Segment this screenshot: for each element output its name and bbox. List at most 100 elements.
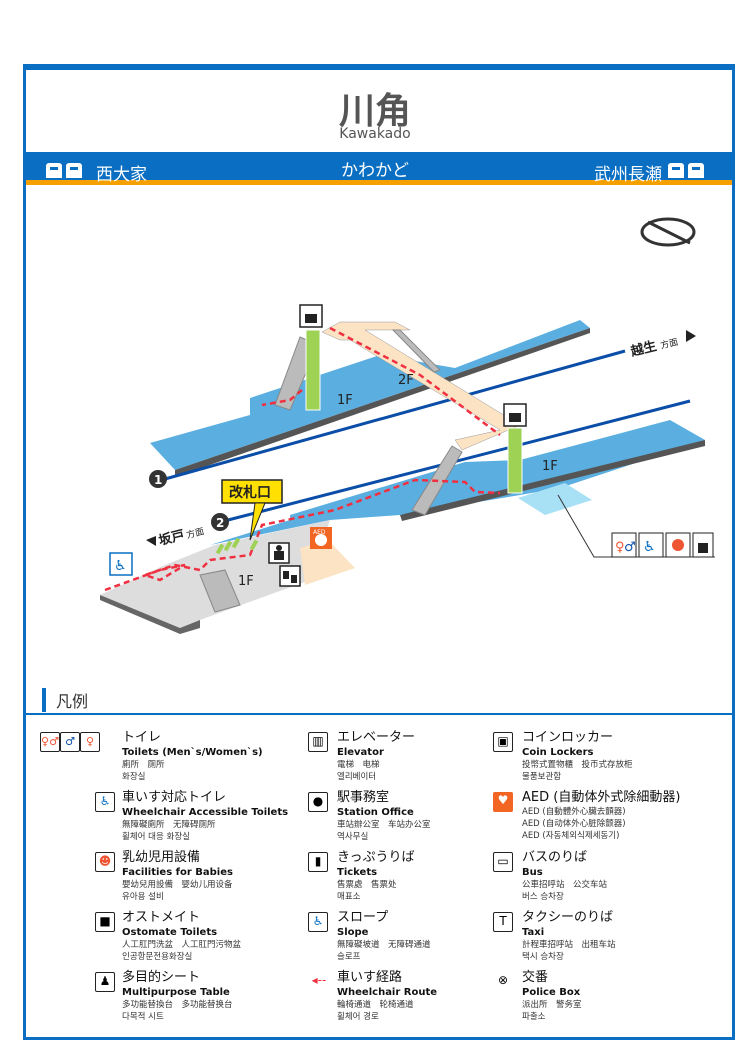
direction-down: 坂戸 方面 (157, 525, 205, 549)
track-2 (227, 399, 691, 522)
train-icon (668, 163, 684, 178)
legend-label: きっぷうりば (337, 850, 415, 865)
legend-english: Facilities for Babies (122, 867, 233, 878)
legend-label: タクシーのりば (522, 910, 614, 925)
legend-translation: 無障礙坡道 无障碍通道 (337, 940, 431, 950)
legend-translation: AED (自動體外心臟去顫器) (522, 807, 626, 817)
legend-title: 凡例 (42, 688, 88, 712)
station-diagram: 2F 1F 1F 1F 1 2 越生 方面 坂戸 方面 改札口 (100, 217, 715, 634)
next-station[interactable]: 武州長瀬 (594, 165, 662, 185)
toilet-icon: ♀♂ (40, 732, 60, 752)
legend-translation: 人工肛門洗盆 人工肛門污物盆 (122, 940, 242, 950)
legend-english: Coin Lockers (522, 747, 594, 758)
platform-number: 1 (154, 473, 162, 487)
svg-text:♿: ♿ (114, 558, 127, 574)
legend-item: オストメイト Ostomate Toilets 人工肛門洗盆 人工肛門污物盆 인공항문… (122, 910, 241, 963)
legend-translation: 公車招呼站 公交车站 (522, 880, 608, 890)
legend-english: Tickets (337, 867, 378, 878)
legend-translation: 화장실 (122, 772, 146, 782)
legend-translation: 輪椅通道 轮椅通道 (337, 1000, 414, 1010)
legend-label: コインロッカー (522, 730, 614, 745)
legend-translation: 역사무실 (337, 832, 369, 842)
elevator-icon (503, 403, 527, 427)
legend-translation: 派出所 警务室 (522, 1000, 582, 1010)
tickets-icon (279, 565, 301, 587)
legend-translation: 投幣式置物櫃 投币式存放柜 (522, 760, 633, 770)
legend-label: オストメイト (122, 910, 201, 925)
platform-1-marker (149, 470, 167, 488)
wheelchair-route (329, 326, 501, 436)
ostomate-icon: ■ (95, 912, 115, 932)
legend-translation: 택시 승차장 (522, 952, 564, 962)
legend-translation: 電梯 电梯 (337, 760, 380, 770)
svg-text:♂: ♂ (624, 540, 636, 555)
frame (23, 64, 735, 1040)
arrow-right-icon (686, 330, 696, 342)
restroom-icons: ♀♂ ♿ (611, 532, 714, 558)
floor-label: 1F (542, 459, 558, 474)
svg-text:♀: ♀ (615, 540, 625, 555)
legend-label: スロープ (337, 910, 389, 925)
legend-english: Police Box (522, 987, 581, 998)
restroom-area (518, 483, 592, 515)
svg-text:越生: 越生 (628, 338, 658, 360)
floor-label: 2F (398, 373, 414, 388)
legend-english: Wheelchair Accessible Toilets (122, 807, 289, 818)
legend-english: Station Office (337, 807, 414, 818)
legend-translation: 多功能替換台 多功能替换台 (122, 1000, 233, 1010)
svg-text:改札口: 改札口 (229, 484, 271, 501)
stairs (199, 569, 241, 613)
station-romaji: Kawakado (339, 126, 411, 142)
track-1 (164, 349, 626, 481)
womens-toilet-icon: ♀ (80, 732, 100, 752)
legend-translation: 매표소 (337, 892, 361, 902)
mens-toilet-icon: ♂ (60, 732, 80, 752)
wheelchair-toilet-icon: ♿ (95, 792, 115, 812)
legend-label: 車いす経路 (337, 970, 403, 985)
legend-label: エレベーター (337, 730, 416, 745)
station-band (26, 152, 732, 182)
wheelchair-route-icon: ◂-- (306, 972, 332, 992)
ticket-gates (215, 537, 259, 555)
legend-translation: 휠체어 경로 (337, 1012, 379, 1022)
svg-text:坂戸: 坂戸 (157, 527, 186, 549)
floor-label: 1F (337, 393, 353, 408)
legend-label: AED (自動体外式除細動器) (522, 790, 681, 805)
police-box-icon: ⊗ (493, 972, 513, 992)
legend-translation: 휠체어 대응 화장실 (122, 832, 190, 842)
legend-translation: 車站辦公室 车站办公室 (337, 820, 431, 830)
legend-translation: 인공항문전용화장실 (122, 952, 193, 962)
wheelchair-route (104, 478, 501, 592)
legend-translation: 버스 승차장 (522, 892, 564, 902)
prev-station[interactable]: 西大家 (96, 165, 147, 185)
legend-english: Ostomate Toilets (122, 927, 218, 938)
legend-translation: 유아용 설비 (122, 892, 164, 902)
stairs (391, 329, 441, 373)
legend-english: Bus (522, 867, 543, 878)
legend-english: Multipurpose Table (122, 987, 230, 998)
legend-translation: 無障礙廁所 无障碍厕所 (122, 820, 216, 830)
legend-translation: AED (자동체외식제세동기) (522, 831, 620, 841)
bus-icon: ▭ (493, 852, 513, 872)
legend-english: Slope (337, 927, 369, 938)
svg-text:AED: AED (313, 529, 326, 536)
platform-number: 2 (216, 516, 224, 530)
train-icon (46, 163, 62, 178)
legend-translation: 嬰幼兒用設備 婴幼儿用设备 (122, 880, 233, 890)
slope-icon: ♿ (109, 552, 133, 576)
elevator-shaft (305, 329, 321, 411)
aed-icon: AED (310, 527, 332, 549)
legend-english: Elevator (337, 747, 384, 758)
station-office-icon: ● (308, 792, 328, 812)
floor-label: 1F (238, 574, 254, 589)
legend-label: トイレ (122, 730, 162, 745)
elevator-shaft (507, 427, 523, 494)
